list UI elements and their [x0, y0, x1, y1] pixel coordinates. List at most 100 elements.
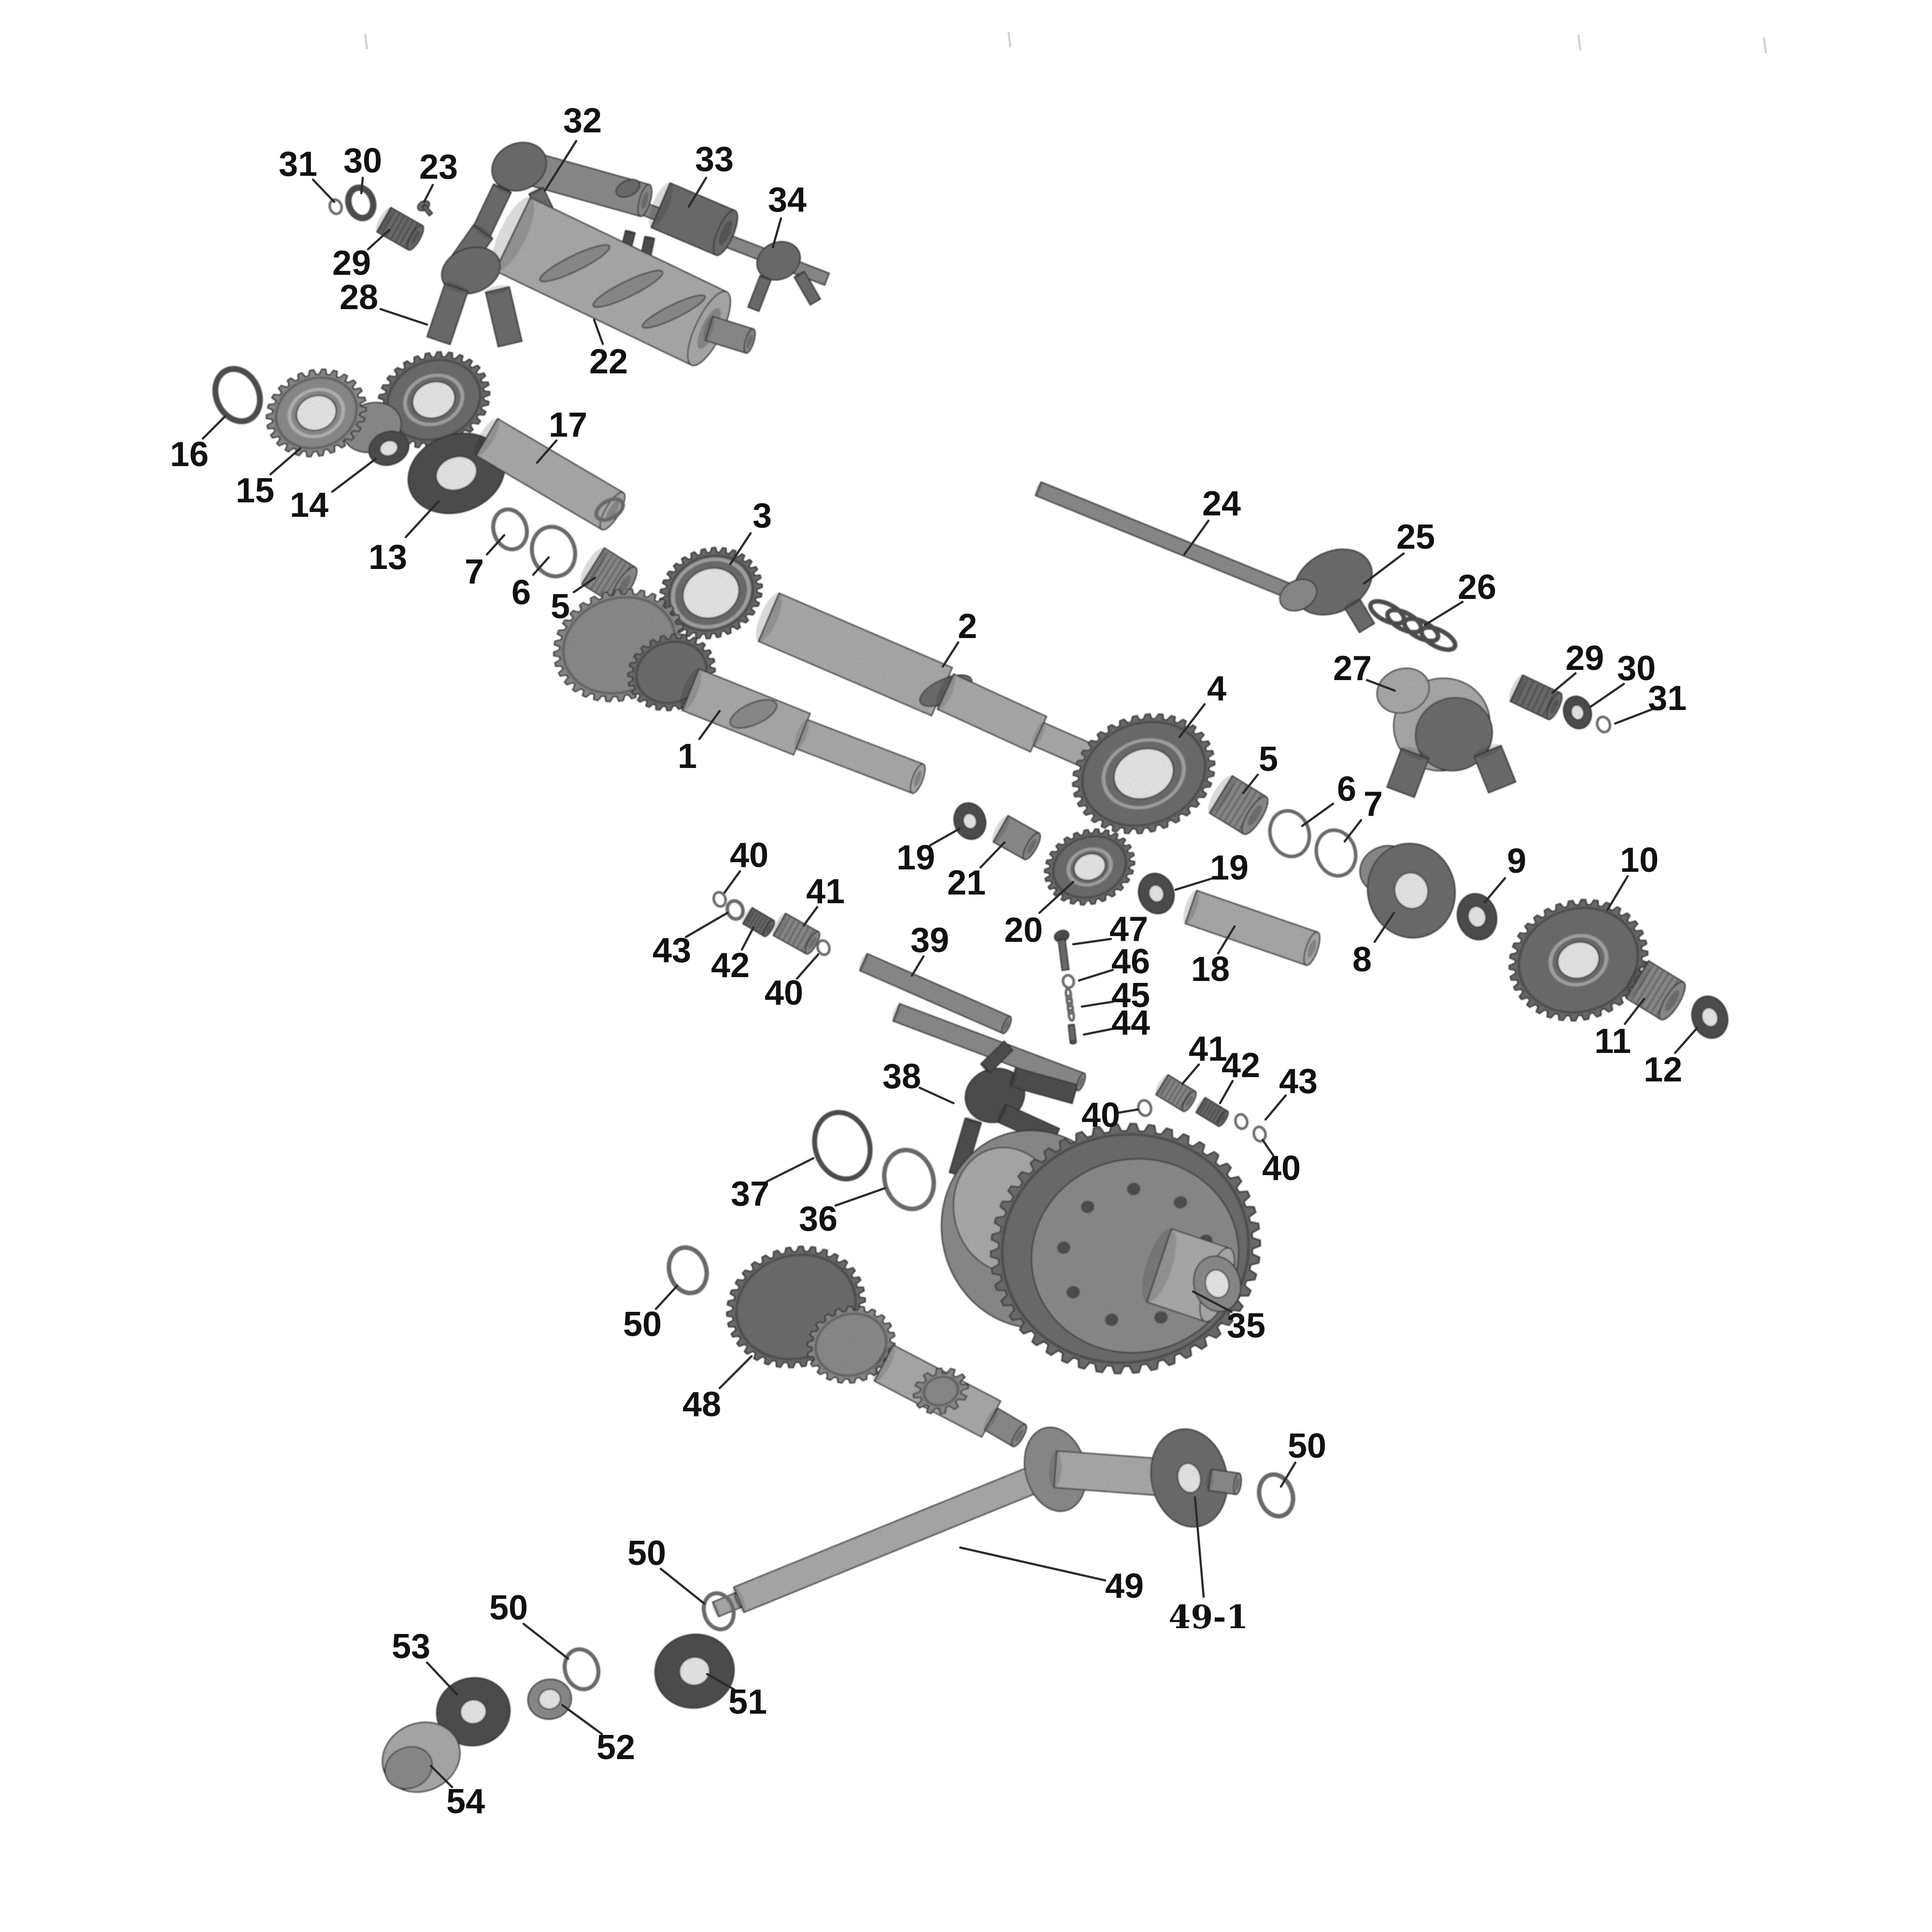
part-label-20: 20 [1004, 911, 1043, 950]
leader-line-40 [1116, 1108, 1139, 1114]
leader-line-54 [429, 1764, 454, 1789]
part-label-5: 5 [551, 587, 570, 626]
leader-line-4 [1178, 703, 1206, 739]
part-50-o-ring [702, 1591, 736, 1632]
leader-line-50 [1279, 1461, 1297, 1488]
leader-line-31 [312, 178, 336, 203]
leader-line-50 [522, 1622, 569, 1660]
part-52-washer [527, 1678, 572, 1720]
part-22-tip [703, 315, 756, 354]
part-label-51: 51 [728, 1683, 767, 1721]
leader-line-5 [572, 576, 597, 594]
part-48-pinion-tip [983, 1407, 1027, 1448]
leader-line-44 [1082, 1027, 1114, 1036]
part-28-fork-prong [485, 285, 523, 348]
part-label-19: 19 [1210, 849, 1249, 887]
part-9-washer [1457, 893, 1497, 940]
part-28-fork-prong [426, 282, 469, 345]
leader-line-10 [1606, 875, 1629, 911]
part-31-snap-ring [328, 198, 343, 215]
part-label-50: 50 [489, 1589, 528, 1627]
leader-line-51 [706, 1673, 736, 1691]
part-22-groove [592, 270, 664, 308]
part-label-30: 30 [343, 142, 382, 180]
part-label-34: 34 [768, 181, 807, 219]
part-21-bushing [992, 815, 1041, 860]
part-label-25: 25 [1396, 518, 1435, 556]
leader-line-7 [485, 534, 506, 556]
part-28-fork-hub [441, 246, 501, 295]
leader-line-42 [740, 926, 755, 951]
leader-line-49-1 [1193, 1496, 1205, 1598]
part-22-groove [539, 244, 611, 283]
leader-line-28 [379, 308, 428, 326]
part-41-pin [772, 912, 820, 955]
leader-line-22 [593, 318, 604, 345]
leader-line-3 [729, 532, 752, 566]
part-27-fork-leg [1473, 744, 1517, 794]
leader-line-21 [979, 841, 1006, 869]
part-49-axle-end [1206, 1468, 1242, 1495]
part-2-main-shaft-mid [936, 673, 1048, 753]
leader-lines-layer [201, 140, 1699, 1789]
leader-line-17 [536, 439, 558, 464]
part-33-collar [615, 179, 640, 198]
part-label-16: 16 [170, 435, 209, 474]
part-53-bearing [436, 1677, 511, 1747]
part-label-50: 50 [1288, 1427, 1326, 1465]
part-51-bearing [654, 1634, 735, 1709]
leader-line-18 [1217, 925, 1236, 955]
part-31-snap-ring-right [1596, 715, 1611, 734]
part-label-36: 36 [799, 1200, 838, 1238]
leader-line-30 [1589, 682, 1625, 709]
part-20-gear [1044, 828, 1136, 906]
part-label-41: 41 [1189, 1030, 1227, 1068]
part-label-5: 5 [1259, 740, 1278, 779]
part-label-10: 10 [1620, 841, 1659, 880]
part-label-7: 7 [465, 553, 484, 591]
part-label-49: 49 [1105, 1567, 1144, 1605]
part-label-33: 33 [695, 140, 734, 179]
part-label-18: 18 [1191, 950, 1230, 989]
leader-line-34 [771, 217, 782, 249]
leader-line-52 [561, 1704, 603, 1735]
leader-line-43 [684, 911, 729, 938]
leader-line-29 [1551, 672, 1577, 694]
part-label-3: 3 [753, 497, 772, 535]
leader-line-9 [1483, 877, 1506, 904]
part-4-gear [1072, 713, 1216, 835]
leader-line-33 [687, 176, 708, 208]
part-label-29: 29 [332, 244, 371, 283]
leader-line-43 [1264, 1094, 1287, 1121]
leader-line-41 [1181, 1063, 1200, 1085]
part-34-fork-boss [756, 241, 801, 281]
part-27-fork-dark [1415, 697, 1493, 771]
leader-line-38 [918, 1086, 955, 1105]
part-label-46: 46 [1111, 942, 1150, 981]
part-40-e-clip [712, 891, 727, 908]
registration-mark [1577, 34, 1581, 51]
part-40-e-clip [1137, 1099, 1152, 1117]
part-30-seal-ring-right [1563, 696, 1592, 729]
leader-line-37 [766, 1157, 815, 1183]
part-label-43: 43 [653, 931, 691, 970]
part-label-28: 28 [340, 278, 378, 317]
part-label-24: 24 [1202, 484, 1241, 523]
part-label-31: 31 [279, 145, 317, 184]
leader-line-31 [1614, 708, 1654, 725]
part-label-52: 52 [597, 1728, 635, 1767]
parts-layer [212, 142, 1729, 1793]
leader-line-13 [404, 500, 440, 539]
part-36-o-ring [882, 1148, 936, 1211]
leader-line-7 [1343, 819, 1363, 843]
leader-line-49 [959, 1546, 1107, 1582]
leader-line-47 [1072, 938, 1112, 946]
part-3-gear [659, 547, 763, 639]
part-43-ring-right [1234, 1113, 1249, 1130]
leader-line-35 [1192, 1290, 1233, 1313]
part-label-11: 11 [1594, 1022, 1631, 1061]
part-49-axle-mid [1049, 1450, 1162, 1496]
